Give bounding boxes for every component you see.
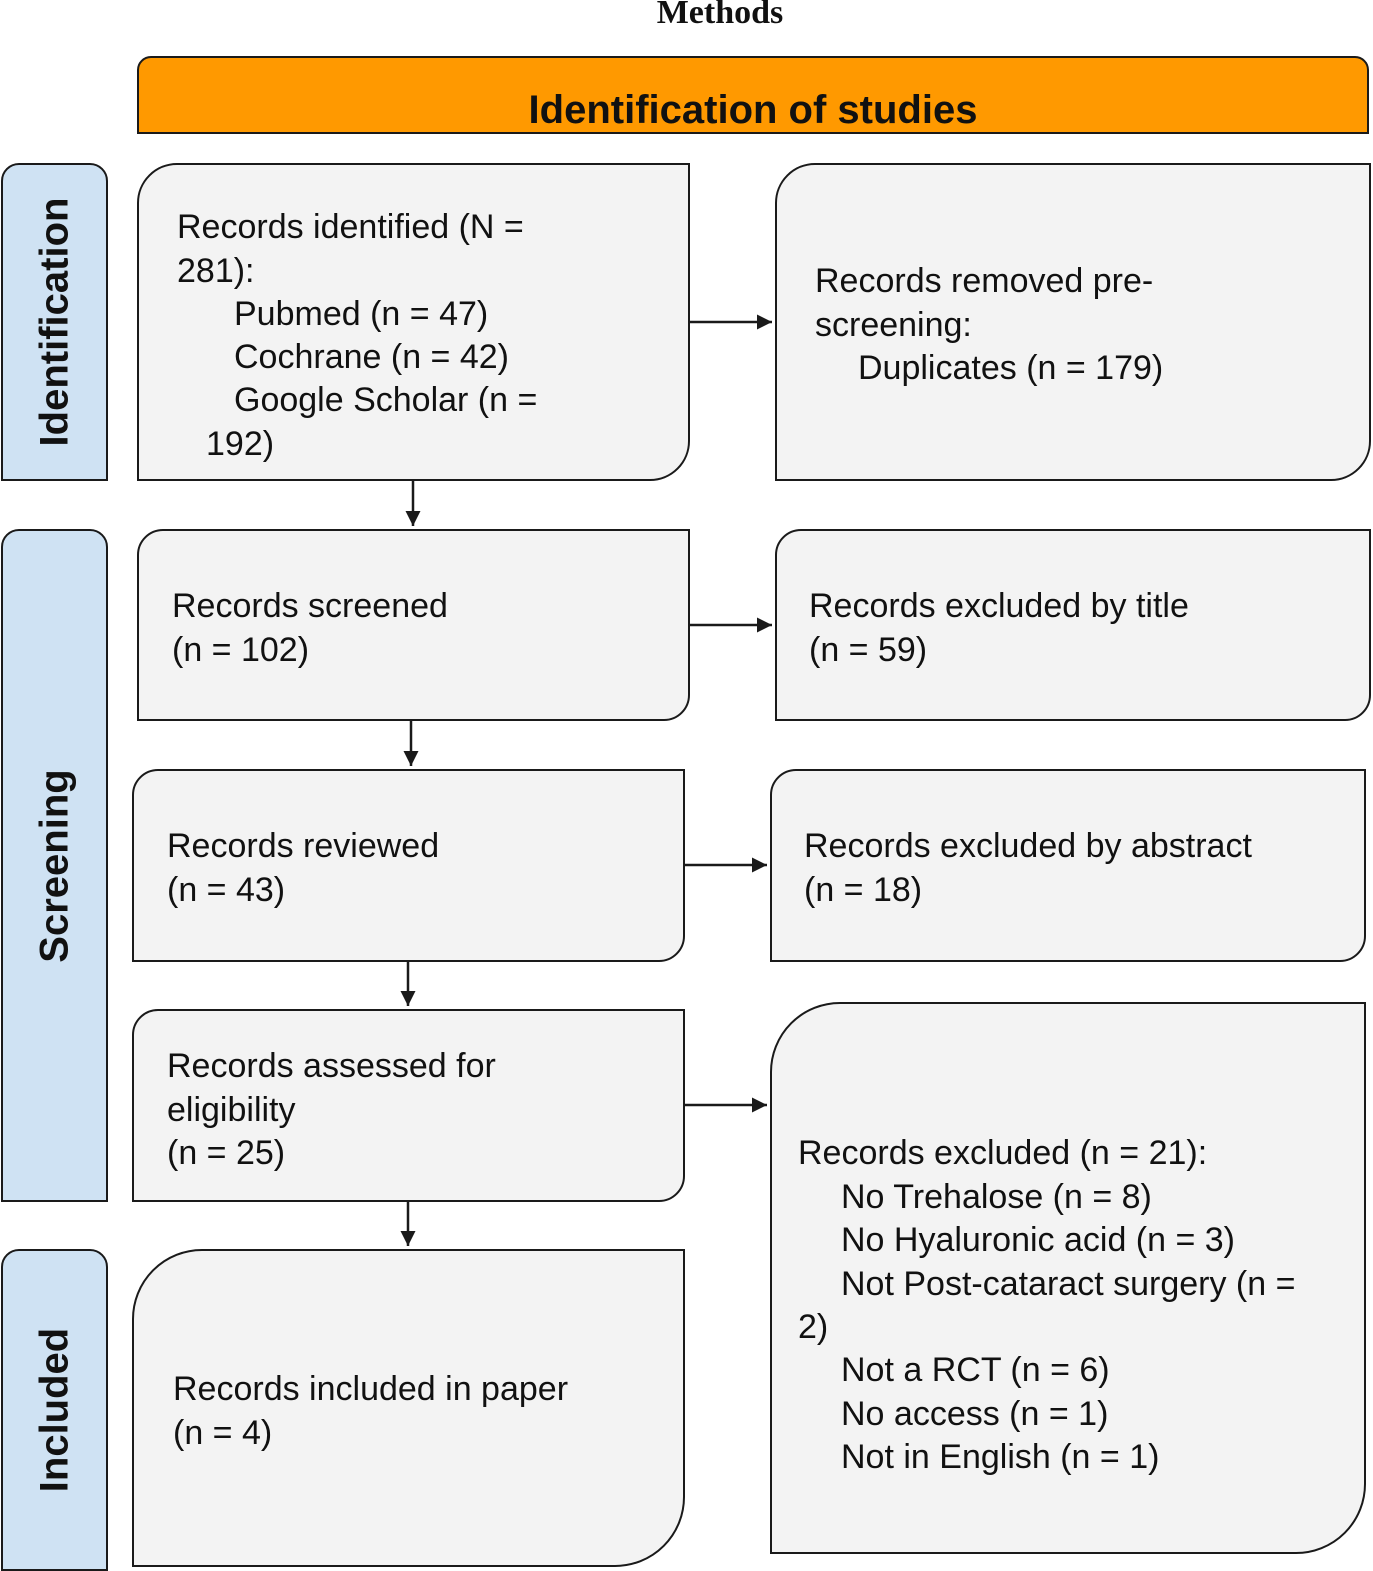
excluded-title-line-2: (n = 59): [809, 631, 928, 669]
identification-banner: Identification of studies: [137, 56, 1369, 134]
excluded-not-english: Not in English (n = 1): [841, 1438, 1160, 1476]
identified-line-1: Records identified (N =: [177, 208, 524, 246]
excluded-line-1: Records excluded (n = 21):: [798, 1134, 1208, 1172]
identified-line-2: 281):: [177, 252, 255, 290]
assessed-line-3: (n = 25): [167, 1134, 286, 1172]
screened-line-1: Records screened: [172, 587, 448, 625]
excluded-no-trehalose: No Trehalose (n = 8): [841, 1178, 1152, 1216]
box-records-removed: Records removed pre- screening: Duplicat…: [775, 163, 1371, 481]
box-excluded-title: Records excluded by title (n = 59): [775, 529, 1371, 721]
excluded-abstract-line-2: (n = 18): [804, 871, 923, 909]
page-heading: Methods: [656, 0, 784, 31]
reviewed-line-2: (n = 43): [167, 871, 286, 909]
excluded-line-5: 2): [798, 1308, 829, 1346]
box-records-excluded: Records excluded (n = 21): No Trehalose …: [770, 1002, 1366, 1554]
identified-pubmed: Pubmed (n = 47): [234, 295, 489, 333]
excluded-no-access: No access (n = 1): [841, 1395, 1109, 1433]
excluded-not-post-cataract: Not Post-cataract surgery (n =: [841, 1265, 1296, 1303]
box-excluded-abstract: Records excluded by abstract (n = 18): [770, 769, 1366, 962]
phase-identification: Identification: [1, 163, 108, 481]
excluded-title-line-1: Records excluded by title: [809, 587, 1189, 625]
included-line-1: Records included in paper: [173, 1370, 569, 1408]
phase-screening: Screening: [1, 529, 108, 1202]
box-records-identified: Records identified (N = 281): Pubmed (n …: [137, 163, 690, 481]
identified-cochrane: Cochrane (n = 42): [234, 338, 509, 376]
box-records-assessed: Records assessed for eligibility (n = 25…: [132, 1009, 685, 1202]
excluded-not-rct: Not a RCT (n = 6): [841, 1351, 1110, 1389]
included-line-2: (n = 4): [173, 1414, 273, 1452]
removed-duplicates: Duplicates (n = 179): [858, 349, 1164, 387]
excluded-no-hyaluronic: No Hyaluronic acid (n = 3): [841, 1221, 1236, 1259]
box-records-included: Records included in paper (n = 4): [132, 1249, 685, 1567]
box-records-screened: Records screened (n = 102): [137, 529, 690, 721]
identified-line-6: 192): [206, 425, 275, 463]
excluded-abstract-line-1: Records excluded by abstract: [804, 827, 1252, 865]
screened-line-2: (n = 102): [172, 631, 310, 669]
identified-google-scholar: Google Scholar (n =: [234, 381, 538, 419]
reviewed-line-1: Records reviewed: [167, 827, 440, 865]
banner-title: Identification of studies: [528, 88, 978, 132]
assessed-line-2: eligibility: [167, 1091, 296, 1129]
removed-line-2: screening:: [815, 306, 972, 344]
assessed-line-1: Records assessed for: [167, 1047, 496, 1085]
removed-line-1: Records removed pre-: [815, 262, 1154, 300]
box-records-reviewed: Records reviewed (n = 43): [132, 769, 685, 962]
